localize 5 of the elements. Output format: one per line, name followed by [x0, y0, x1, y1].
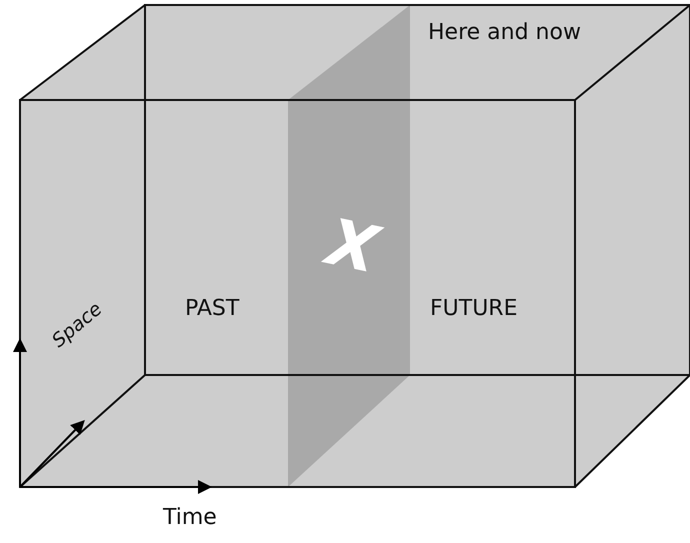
- region-label: Here and now: [428, 20, 581, 45]
- region-label: FUTURE: [430, 296, 518, 321]
- event-mark: X: [320, 206, 384, 288]
- region-label: PAST: [185, 296, 240, 321]
- axis-label: Time: [163, 505, 217, 530]
